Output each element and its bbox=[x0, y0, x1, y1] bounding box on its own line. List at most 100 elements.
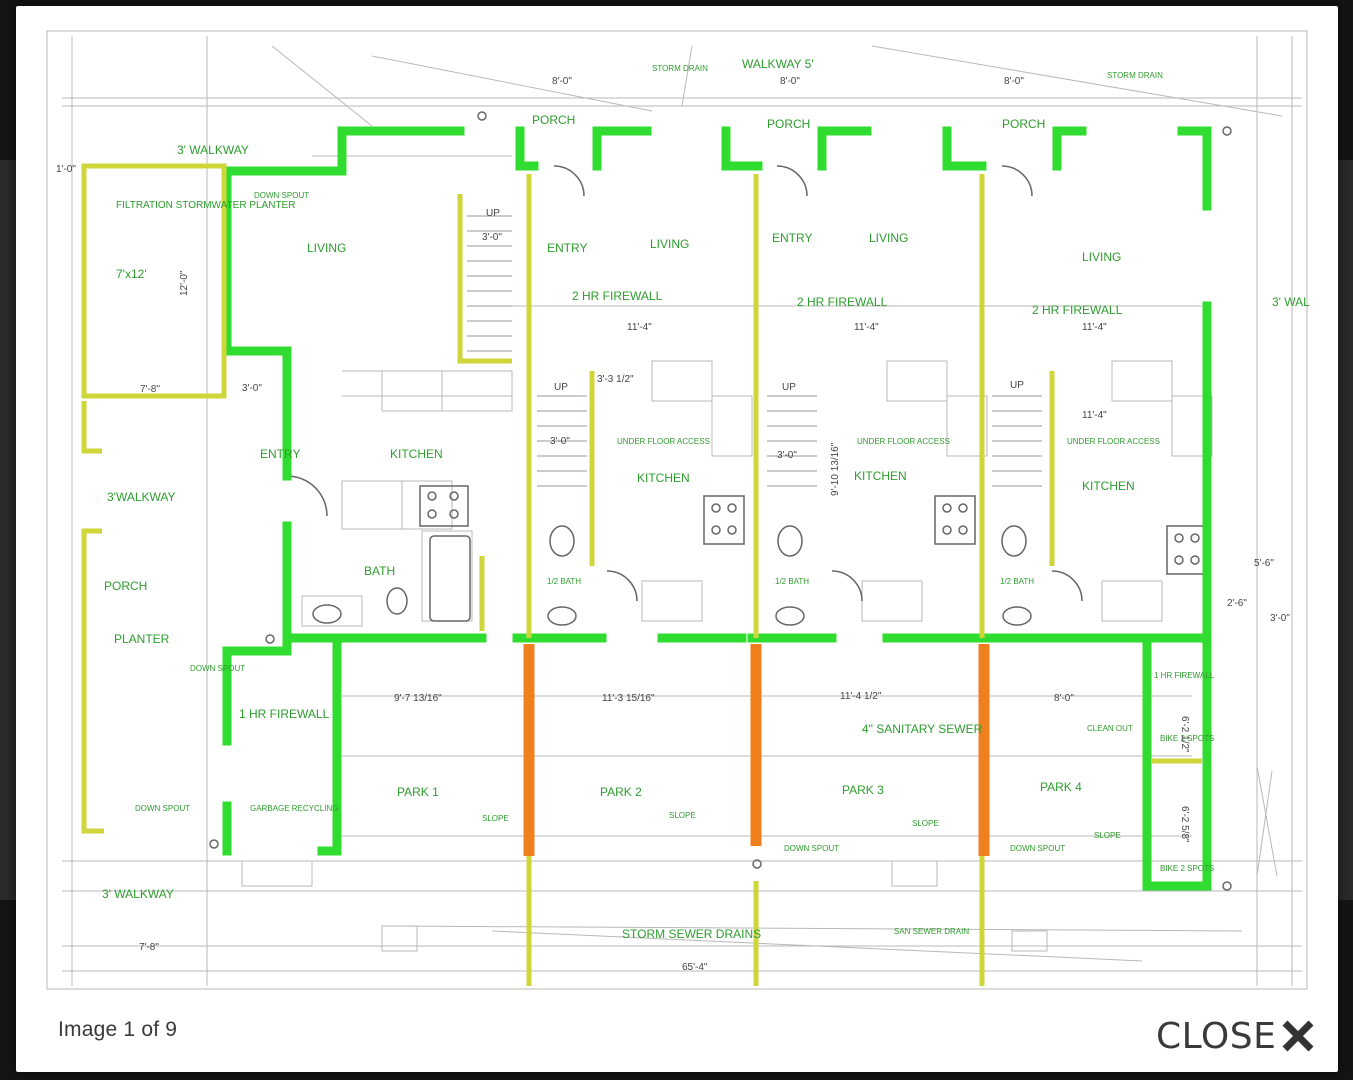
label-entry-1: ENTRY bbox=[547, 241, 587, 255]
dim-11-4-b: 11'-4" bbox=[854, 322, 879, 333]
label-firewall-2hr-3: 2 HR FIREWALL bbox=[1032, 303, 1123, 317]
dim-6-2-a: 6'-2 1/2" bbox=[1179, 716, 1190, 753]
label-bike-spots-2: BIKE 2 SPOTS bbox=[1160, 864, 1214, 873]
label-under-floor-3: UNDER FLOOR ACCESS bbox=[1067, 437, 1160, 446]
label-walkway-3-mid: 3'WALKWAY bbox=[107, 490, 176, 504]
label-planter-size: 7'x12' bbox=[116, 267, 147, 281]
label-park-3: PARK 3 bbox=[842, 783, 884, 797]
label-firewall-2hr-1: 2 HR FIREWALL bbox=[572, 289, 663, 303]
dim-11-4-c: 11'-4" bbox=[1082, 322, 1107, 333]
dim-65-4: 65'-4" bbox=[682, 962, 708, 973]
dim-11-4-a: 11'-4" bbox=[627, 322, 652, 333]
close-x-icon[interactable] bbox=[1278, 1016, 1318, 1056]
label-under-floor-1: UNDER FLOOR ACCESS bbox=[617, 437, 710, 446]
label-porch-3: PORCH bbox=[1002, 117, 1045, 131]
label-bath: BATH bbox=[364, 564, 395, 578]
dim-8-0-b: 8'-0" bbox=[780, 76, 800, 87]
label-kitchen-3: KITCHEN bbox=[854, 469, 907, 483]
label-walkway-3-bottom: 3' WALKWAY bbox=[102, 887, 174, 901]
dim-2-6: 2'-6" bbox=[1227, 598, 1247, 609]
orange-walls bbox=[523, 644, 990, 856]
label-firewall-1hr-left: 1 HR FIREWALL bbox=[239, 707, 330, 721]
label-porch-left: PORCH bbox=[104, 579, 147, 593]
label-san-sewer-drain: SAN SEWER DRAIN bbox=[894, 927, 969, 936]
label-porch-1: PORCH bbox=[532, 113, 575, 127]
dim-3-0-c: 3'-0" bbox=[550, 436, 570, 447]
backdrop-left bbox=[0, 160, 16, 900]
dim-3-0-a: 3'-0" bbox=[482, 232, 502, 243]
label-kitchen-2: KITCHEN bbox=[637, 471, 690, 485]
label-up-4: UP bbox=[1010, 380, 1024, 391]
label-clean-out: CLEAN OUT bbox=[1087, 724, 1133, 733]
green-walls bbox=[222, 126, 1212, 891]
label-kitchen-4: KITCHEN bbox=[1082, 479, 1135, 493]
label-living-2: LIVING bbox=[650, 237, 689, 251]
label-slope-2: SLOPE bbox=[669, 811, 696, 820]
dim-9-10: 9'-10 13/16" bbox=[830, 442, 841, 496]
label-planter-left: PLANTER bbox=[114, 632, 170, 646]
label-bike-spots-1: BIKE 2 SPOTS bbox=[1160, 734, 1214, 743]
floor-plan-drawing: STORM DRAIN WALKWAY 5' STORM DRAIN PORCH… bbox=[46, 30, 1310, 990]
label-down-spout-3: DOWN SPOUT bbox=[135, 804, 190, 813]
label-firewall-1hr-right: 1 HR FIREWALL bbox=[1154, 671, 1215, 680]
label-slope-3: SLOPE bbox=[912, 819, 939, 828]
dim-11-4-half: 11'-4 1/2" bbox=[840, 691, 882, 702]
label-up-2: UP bbox=[554, 382, 568, 393]
lightbox-modal: STORM DRAIN WALKWAY 5' STORM DRAIN PORCH… bbox=[16, 6, 1338, 1072]
dim-1-0: 1'-0" bbox=[56, 164, 76, 175]
label-slope-1: SLOPE bbox=[482, 814, 509, 823]
label-down-spout-5: DOWN SPOUT bbox=[1010, 844, 1065, 853]
dim-7-8-b: 7'-8" bbox=[139, 942, 159, 953]
label-half-bath-1: 1/2 BATH bbox=[547, 577, 581, 586]
dim-3-3-half: 3'-3 1/2" bbox=[597, 374, 634, 385]
label-living-1: LIVING bbox=[307, 241, 346, 255]
label-garbage-recycling: GARBAGE RECYCLING bbox=[250, 804, 338, 813]
dim-3-0-e: 3'-0" bbox=[1270, 613, 1290, 624]
label-walkway-top: WALKWAY 5' bbox=[742, 57, 814, 71]
label-storm-drain-top-right: STORM DRAIN bbox=[1107, 71, 1163, 80]
close-label: CLOSE bbox=[1156, 1015, 1277, 1057]
plan-labels: STORM DRAIN WALKWAY 5' STORM DRAIN PORCH… bbox=[102, 57, 1310, 941]
label-slope-4: SLOPE bbox=[1094, 831, 1121, 840]
label-walkway-right: 3' WAL bbox=[1272, 295, 1310, 309]
label-living-4: LIVING bbox=[1082, 250, 1121, 264]
label-walkway-3-top: 3' WALKWAY bbox=[177, 143, 249, 157]
yellow-walls bbox=[81, 163, 1202, 986]
label-down-spout-2: DOWN SPOUT bbox=[190, 664, 245, 673]
label-firewall-2hr-2: 2 HR FIREWALL bbox=[797, 295, 888, 309]
dim-3-0-d: 3'-0" bbox=[777, 450, 797, 461]
label-up-1: UP bbox=[486, 208, 500, 219]
label-storm-sewer-drains: STORM SEWER DRAINS bbox=[622, 927, 761, 941]
construction-lines bbox=[46, 30, 1308, 990]
dim-12-0: 12'-0" bbox=[179, 270, 190, 296]
dim-5-6: 5'-6" bbox=[1254, 558, 1274, 569]
label-half-bath-2: 1/2 BATH bbox=[775, 577, 809, 586]
dim-8-0-d: 8'-0" bbox=[1054, 693, 1074, 704]
label-entry-3: ENTRY bbox=[260, 447, 300, 461]
close-button[interactable]: CLOSE bbox=[1156, 1011, 1318, 1061]
label-down-spout-4: DOWN SPOUT bbox=[784, 844, 839, 853]
floor-plan-image: STORM DRAIN WALKWAY 5' STORM DRAIN PORCH… bbox=[42, 26, 1312, 994]
dim-8-0-a: 8'-0" bbox=[552, 76, 572, 87]
label-up-3: UP bbox=[782, 382, 796, 393]
label-storm-drain-top: STORM DRAIN bbox=[652, 64, 708, 73]
fixtures bbox=[209, 111, 1232, 891]
plan-dimensions: 8'-0" 8'-0" 8'-0" 8'-0" 11'-4" 11'-4" 11… bbox=[56, 76, 1290, 973]
stairs bbox=[467, 215, 1042, 487]
image-counter: Image 1 of 9 bbox=[58, 1018, 178, 1041]
dim-6-2-b: 6'-2 5/8" bbox=[1179, 806, 1190, 843]
label-living-3: LIVING bbox=[869, 231, 908, 245]
dim-11-3: 11'-3 15/16" bbox=[602, 693, 655, 704]
dim-3-0-b: 3'-0" bbox=[242, 383, 262, 394]
label-park-2: PARK 2 bbox=[600, 785, 642, 799]
label-half-bath-3: 1/2 BATH bbox=[1000, 577, 1034, 586]
dim-11-4-d: 11'-4" bbox=[1082, 410, 1107, 421]
label-filtration-planter: FILTRATION STORMWATER PLANTER bbox=[116, 200, 295, 211]
dim-7-8-a: 7'-8" bbox=[140, 384, 160, 395]
label-park-1: PARK 1 bbox=[397, 785, 439, 799]
label-park-4: PARK 4 bbox=[1040, 780, 1082, 794]
dim-9-7: 9'-7 13/16" bbox=[394, 693, 442, 704]
label-porch-2: PORCH bbox=[767, 117, 810, 131]
label-kitchen-1: KITCHEN bbox=[390, 447, 443, 461]
backdrop-right bbox=[1338, 160, 1353, 900]
